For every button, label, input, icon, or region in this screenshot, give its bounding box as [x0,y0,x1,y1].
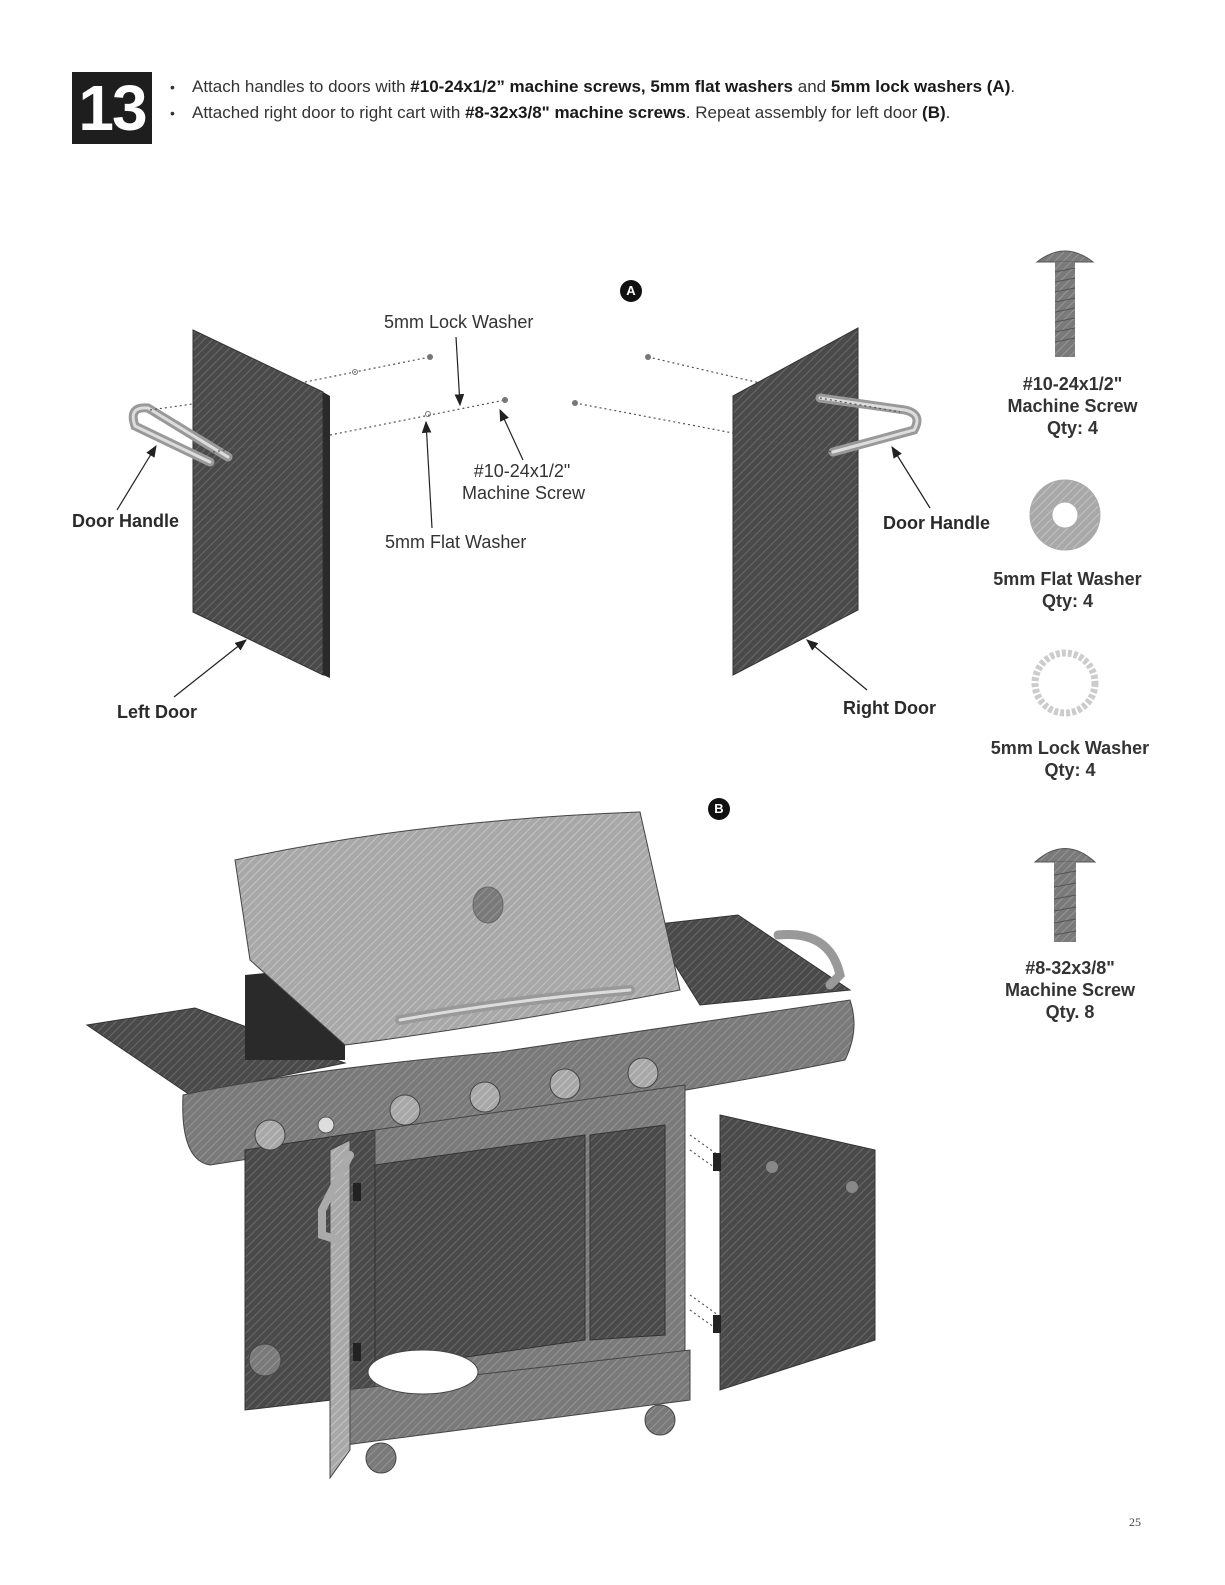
hardware-item-lock-washer: 5mm Lock Washer Qty: 4 [990,737,1150,781]
hardware-qty: Qty: 4 [1046,418,1098,438]
hardware-item-machine-screw-10: #10-24x1/2" Machine Screw Qty: 4 [1000,373,1145,439]
hardware-qty: Qty: 4 [1041,591,1093,611]
left-door-drawing [192,329,330,678]
pan-head-screw-icon [1033,848,1097,942]
grill-drawing [85,811,876,1480]
instruction-text: . Repeat assembly for left door [685,103,923,122]
hardware-name: 5mm Lock Washer [990,738,1150,758]
hardware-type: Machine Screw [1007,396,1138,416]
machine-screw-type: Machine Screw [462,483,586,503]
right-hardware-dotted-lines [574,356,901,453]
bullet: • [170,79,175,95]
hardware-name: #8-32x3/8" [1025,958,1115,978]
flat-washer-icon [1029,479,1101,551]
pan-head-screw-icon [1035,250,1095,357]
door-handle-right-label: Door Handle [883,513,991,533]
instruction-text: . [1010,77,1016,96]
instruction-text: Attached right door to right cart with [192,103,466,122]
right-door-drawing [732,327,859,676]
hardware-qty: Qty: 4 [1044,760,1096,780]
door-handle-left-label: Door Handle [72,511,180,531]
flat-washer-label: 5mm Flat Washer [385,532,527,552]
step-number-badge: 13 [72,72,152,144]
leader-arrows [116,336,931,698]
hardware-item-machine-screw-8: #8-32x3/8" Machine Screw Qty. 8 [1000,957,1140,1023]
diagram-b-marker: B [708,798,730,820]
hardware-item-flat-washer: 5mm Flat Washer Qty: 4 [990,568,1145,612]
hardware-qty: Qty. 8 [1045,1002,1095,1022]
instruction-bold: (B) [922,103,946,122]
right-door-handle-drawing [815,393,922,457]
diagram-a-marker: A [620,280,642,302]
right-door-label: Right Door [843,698,936,718]
lock-washer-icon [1031,649,1099,717]
page-number: 25 [1129,1515,1141,1529]
left-door-handle-drawing [128,403,233,467]
instruction-bold: 5mm lock washers [830,77,983,96]
machine-screw-size: #10-24x1/2" [473,461,571,481]
instruction-text: and [793,77,831,96]
left-hardware-dotted-lines [149,356,506,453]
hardware-name: 5mm Flat Washer [993,569,1142,589]
bullet: • [170,105,175,121]
control-knobs [254,1057,659,1151]
instruction-text: Attach handles to doors with [192,77,411,96]
instruction-bold: (A) [986,77,1011,96]
hardware-name: #10-24x1/2" [1022,374,1123,394]
left-door-label: Left Door [117,702,197,722]
instruction-bold: #10-24x1/2” machine screws, 5mm flat was… [410,77,794,96]
lock-washer-label: 5mm Lock Washer [384,312,534,332]
instructions: • Attach handles to doors with #10-24x1/2… [170,74,1170,126]
instruction-line-1: • Attach handles to doors with #10-24x1/2… [170,74,1170,100]
instruction-text: . [945,103,951,122]
machine-screw-label: #10-24x1/2" Machine Screw [462,460,586,504]
instruction-bold: #8-32x3/8" machine screws [465,103,686,122]
hardware-type: Machine Screw [1004,980,1136,1000]
instruction-line-2: •Attached right door to right cart with … [170,100,1170,126]
